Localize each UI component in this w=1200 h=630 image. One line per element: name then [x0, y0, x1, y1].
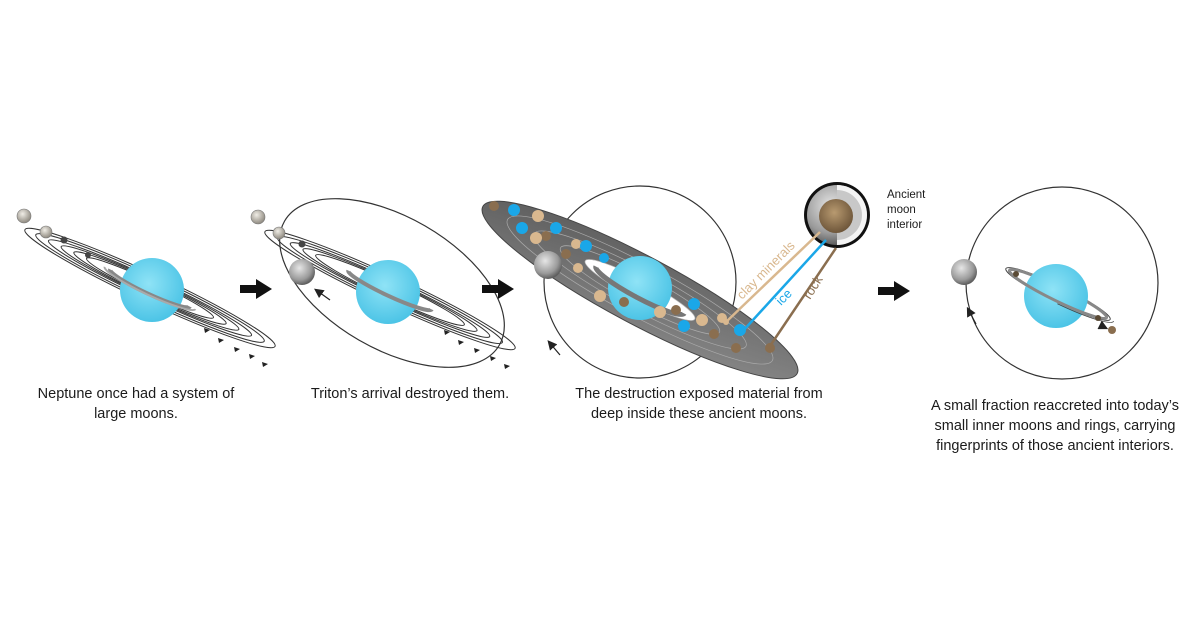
material-connectors [723, 231, 838, 349]
right-arrow-icon [482, 279, 514, 299]
caption-line: Triton’s arrival destroyed them. [310, 386, 510, 402]
caption-line: fingerprints of those ancient interiors. [936, 438, 1174, 454]
moon-icon [60, 236, 68, 244]
triton-direction-arrow [966, 306, 977, 325]
moon-icon [1095, 315, 1101, 321]
moon-icon [1013, 271, 1019, 277]
panel-1-moon-system [16, 208, 276, 367]
panel-2-triton-arrival [250, 198, 516, 369]
caption-line: large moons. [94, 406, 178, 422]
right-arrow-icon [878, 281, 910, 301]
panel-1-caption: Neptune once had a system of large moons… [20, 384, 252, 424]
triton-orbit [543, 185, 737, 379]
panel-3-debris-disk: clay minerals ice rock [481, 182, 870, 380]
triton-moon-icon [534, 251, 562, 279]
caption-line: A small fraction reaccreted into today’s [931, 398, 1179, 414]
orbit-direction-arrow [1097, 320, 1109, 330]
neptune-planet [356, 260, 420, 324]
inset-label-line: moon [887, 204, 916, 216]
moon-icon [1108, 326, 1116, 334]
triton-direction-arrow [547, 340, 561, 356]
neptune-planet [120, 258, 184, 322]
moon-icon [39, 225, 53, 239]
panel-1-orbit-arrows [204, 328, 268, 367]
caption-line: Neptune once had a system of [37, 386, 235, 402]
moon-icon [272, 226, 286, 240]
moon-icon [16, 208, 32, 224]
ancient-moon-interior-label: Ancient moon interior [887, 188, 925, 233]
triton-direction-arrow [314, 288, 331, 301]
panel-3-caption: The destruction exposed material from de… [548, 384, 850, 424]
right-arrow-icon [240, 279, 272, 299]
triton-moon-icon [289, 259, 315, 285]
triton-moon-icon [951, 259, 977, 285]
triton-orbit [279, 198, 505, 368]
inset-label-line: Ancient [887, 189, 926, 201]
moon-icon [298, 240, 306, 248]
panel-4-caption: A small fraction reaccreted into today’s… [925, 396, 1185, 456]
ancient-moon-interior-inset [804, 182, 870, 248]
neptune-planet [1024, 264, 1088, 328]
panel-1-ring [103, 266, 197, 312]
panel-4-today [951, 186, 1159, 380]
panel-2-orbit-arrows [444, 330, 510, 369]
caption-line: The destruction exposed material from [575, 386, 823, 402]
rock-label: rock [800, 272, 826, 301]
panel-2-ring [346, 269, 434, 313]
moon-icon [85, 252, 91, 258]
ice-label: ice [773, 286, 795, 308]
caption-line: small inner moons and rings, carrying [934, 418, 1176, 434]
moon-icon [250, 209, 266, 225]
caption-line: deep inside these ancient moons. [590, 406, 808, 422]
panel-2-caption: Triton’s arrival destroyed them. [292, 384, 528, 404]
inset-label-line: interior [887, 219, 923, 231]
